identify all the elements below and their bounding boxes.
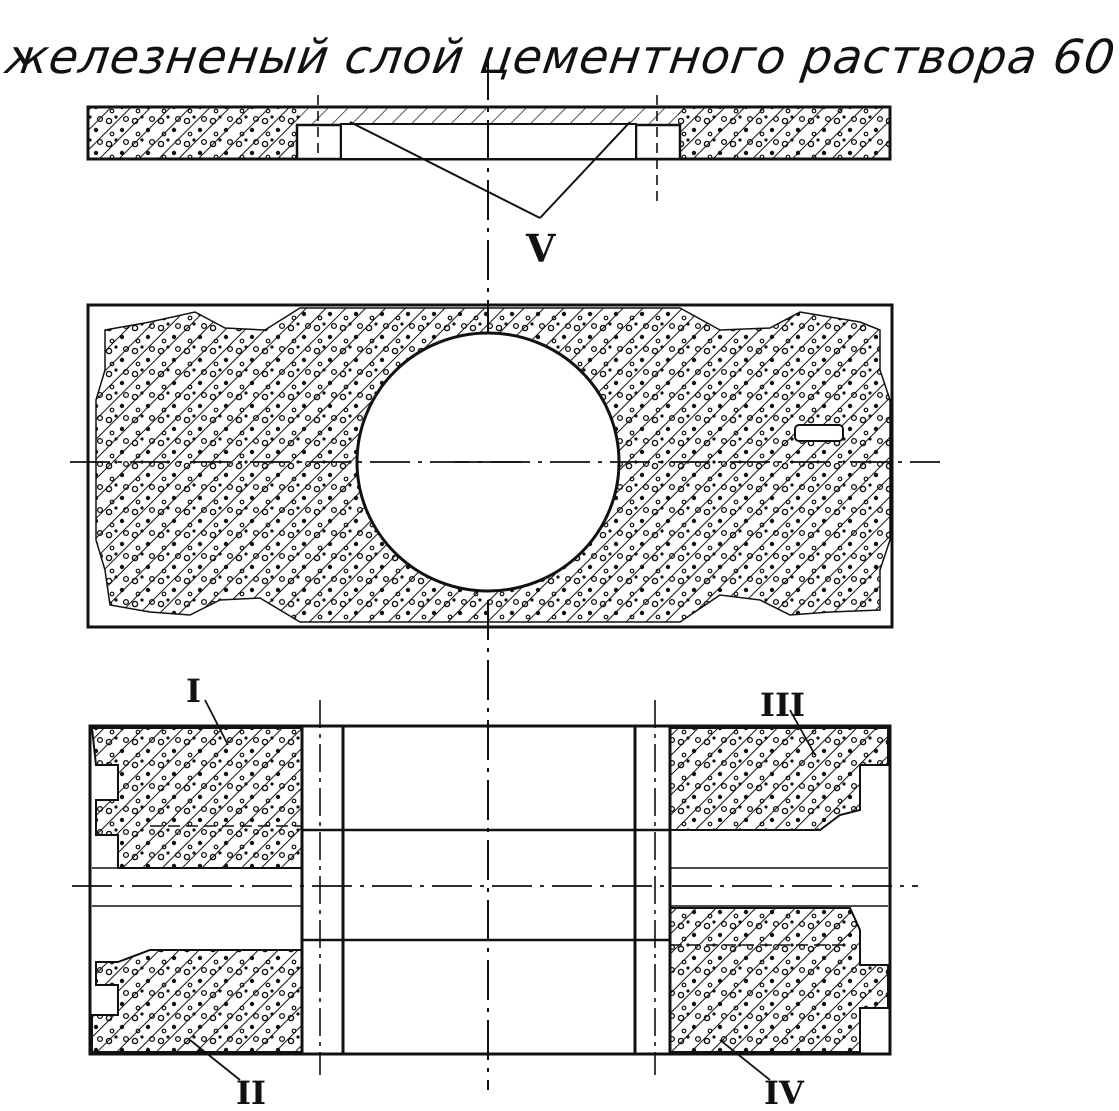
technical-drawing: V [70, 60, 940, 1111]
drawing-sheet: железненый слой цементного раствора 60 [2, 30, 1119, 1111]
bottom-section-view [72, 700, 918, 1075]
label-ii: II [236, 1074, 266, 1111]
pointer-v [349, 121, 631, 219]
label-v: V [525, 226, 557, 271]
label-iii: III [760, 686, 805, 724]
plan-view [70, 303, 940, 629]
label-i: I [186, 672, 201, 710]
leader-lines [189, 699, 816, 1081]
label-iv: IV [764, 1074, 805, 1111]
